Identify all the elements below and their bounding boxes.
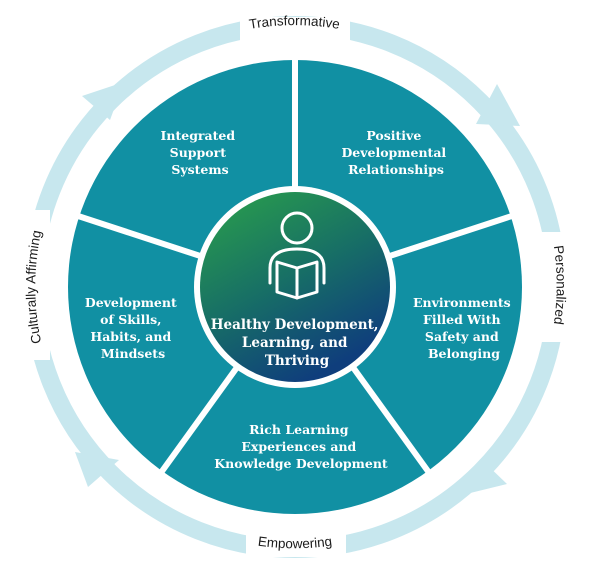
ring-gap-right	[540, 232, 570, 342]
segment-line: Positive	[366, 128, 421, 143]
center-line-2: Learning, and	[242, 335, 348, 351]
segment-line: Systems	[171, 162, 228, 177]
ring-label-top: Transformative	[248, 13, 341, 32]
arrowhead-lower-right	[458, 460, 507, 496]
center-circle	[200, 192, 390, 382]
segment-label-relationships: Positive Developmental Relationships	[341, 128, 450, 177]
center-line-3: Thriving	[265, 353, 330, 369]
segment-line: Habits, and	[90, 329, 171, 344]
arrowhead-lower-left	[75, 452, 119, 487]
segment-line: Belonging	[428, 346, 500, 361]
segment-line: Integrated	[161, 128, 236, 143]
segment-label-skills: Development of Skills, Habits, and Minds…	[85, 295, 181, 361]
ring-label-bottom: Empowering	[257, 534, 333, 552]
ring-gap-bottom	[246, 527, 346, 557]
ring-gap-left	[20, 210, 50, 360]
segment-line: of Skills,	[100, 312, 161, 327]
segment-line: Mindsets	[101, 346, 165, 361]
center-line-1: Healthy Development,	[211, 317, 379, 333]
segment-label-environments: Environments Filled With Safety and Belo…	[413, 295, 515, 361]
segment-line: Filled With	[423, 312, 501, 327]
segment-line: Relationships	[348, 162, 444, 177]
segment-line: Developmental	[341, 145, 446, 160]
ring-gap-top	[240, 17, 350, 47]
segment-label-integrated: Integrated Support Systems	[161, 128, 240, 177]
segment-line: Support	[170, 145, 227, 160]
ring-label-right: Personalized	[551, 244, 569, 325]
segment-line: Development	[85, 295, 177, 310]
person-reading-book-icon	[268, 211, 326, 300]
arrowhead-upper-left	[82, 82, 124, 120]
center-title: Healthy Development, Learning, and Thriv…	[211, 317, 383, 369]
ring-label-left: Culturally Affirming	[23, 229, 44, 345]
segment-line: Experiences and	[241, 439, 356, 454]
arrowhead-upper-right	[476, 84, 520, 126]
segment-line: Knowledge Development	[214, 456, 388, 471]
segment-line: Rich Learning	[249, 422, 349, 437]
segment-label-learning: Rich Learning Experiences and Knowledge …	[214, 422, 388, 471]
segment-line: Safety and	[425, 329, 499, 344]
segment-line: Environments	[413, 295, 511, 310]
